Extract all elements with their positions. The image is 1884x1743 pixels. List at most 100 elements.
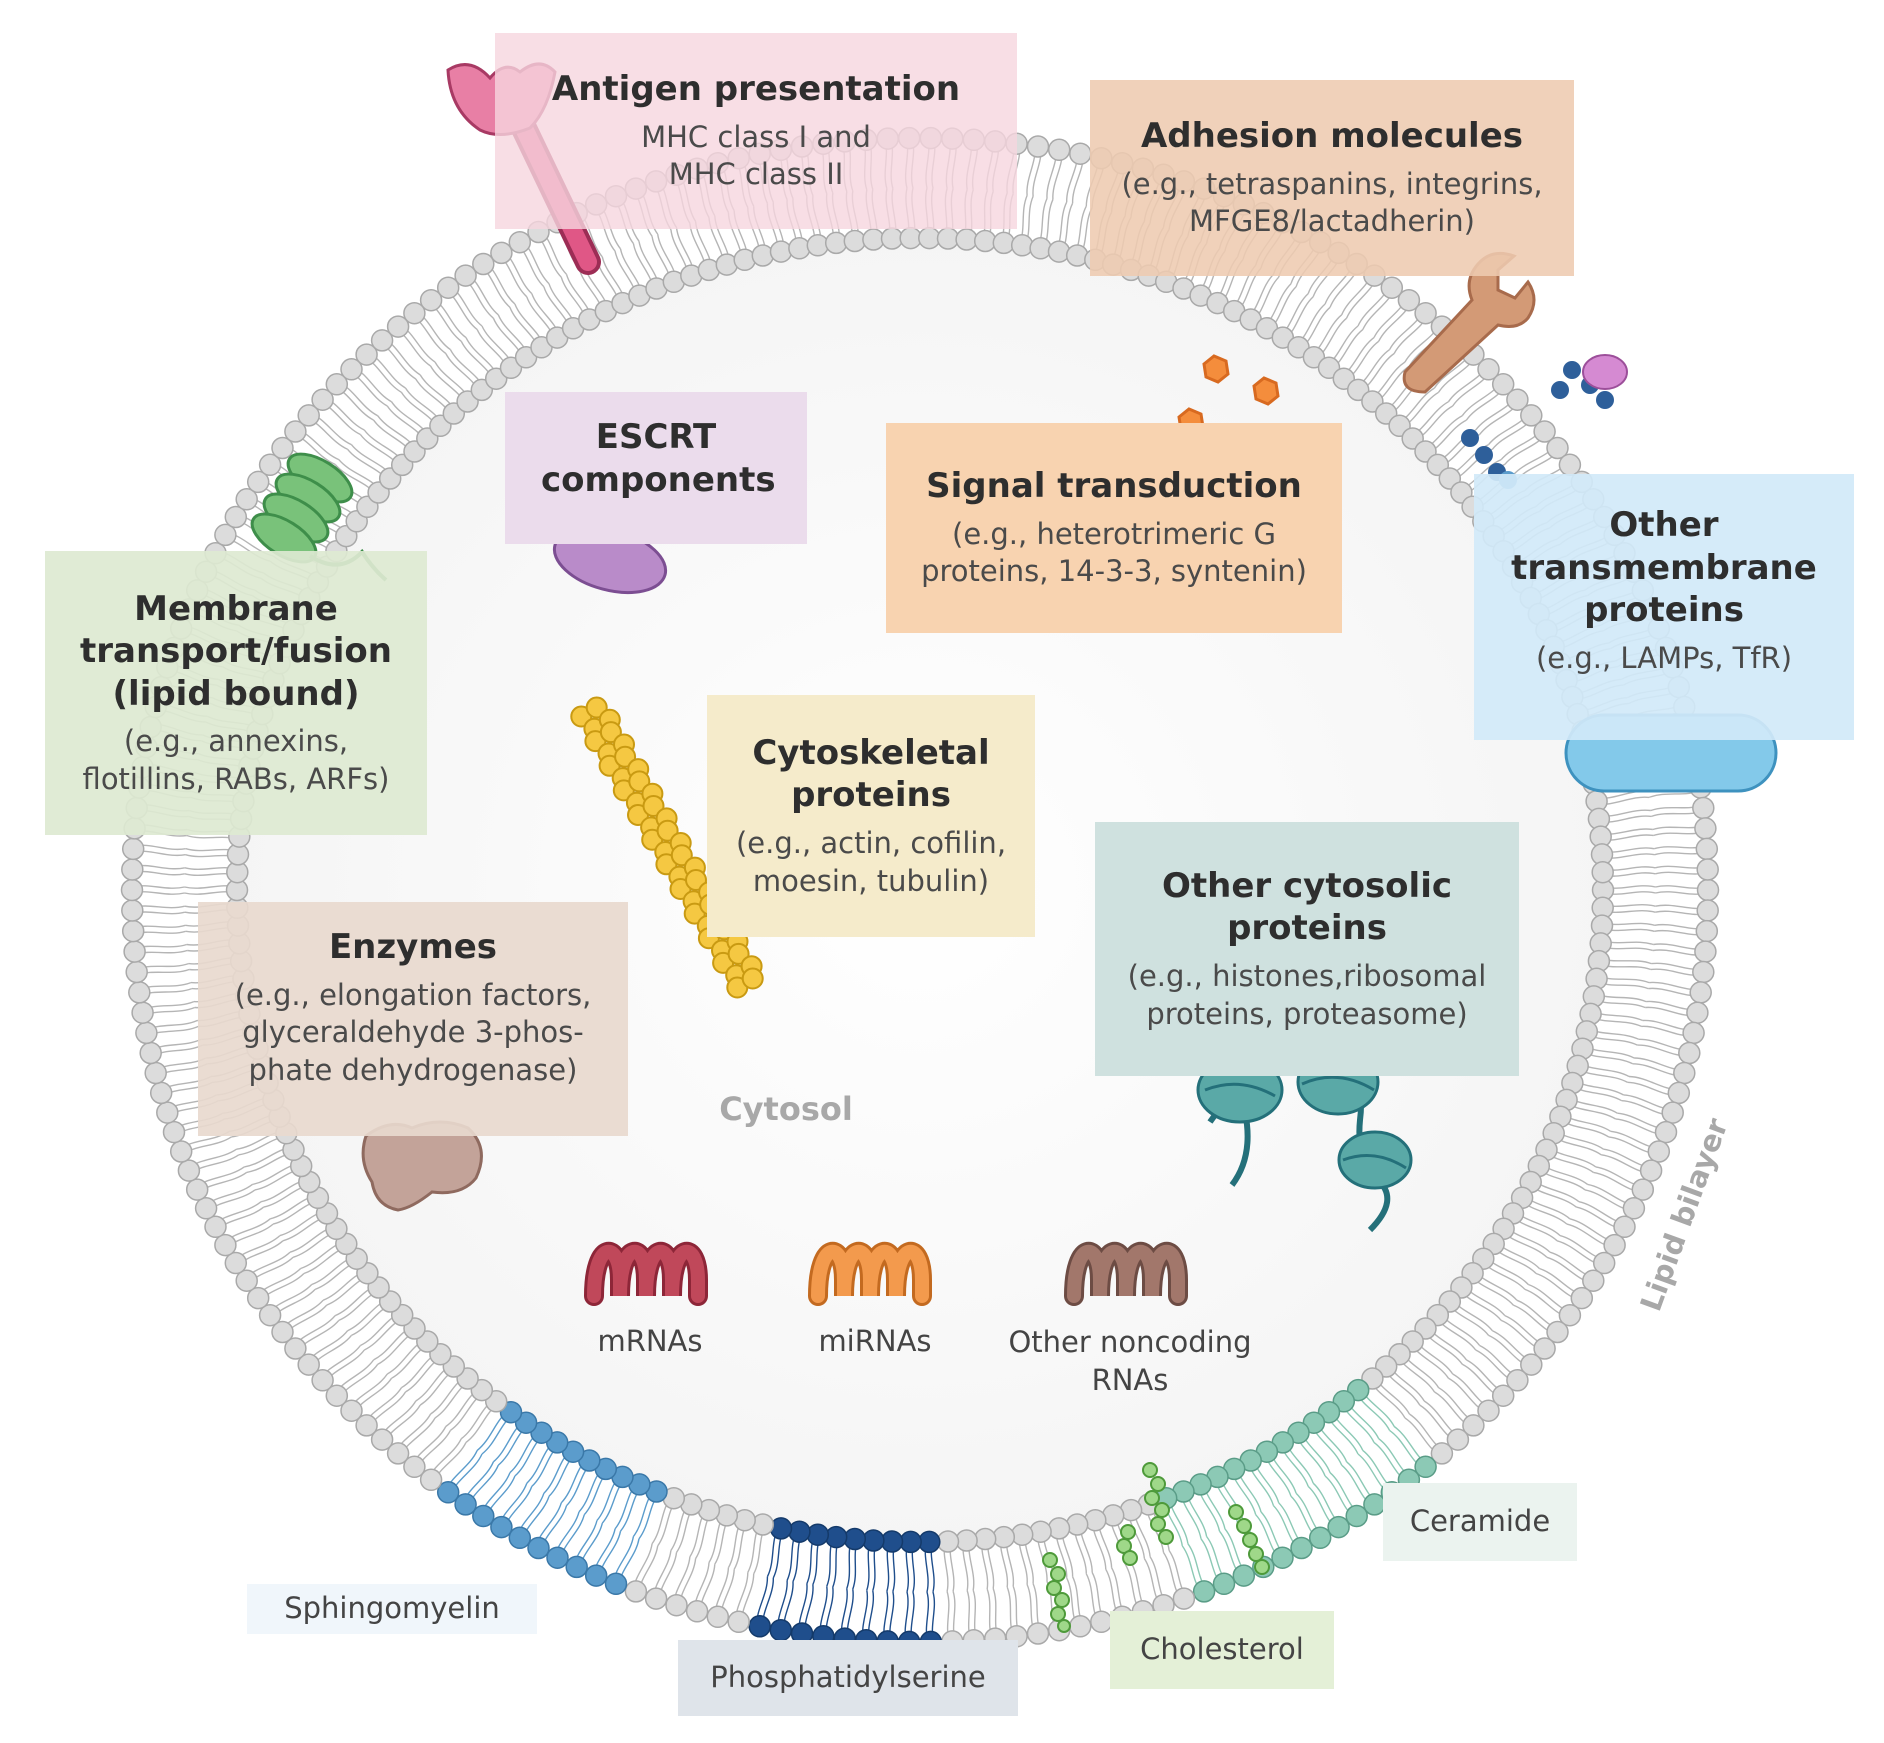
- lipid-head: [284, 1337, 307, 1360]
- lipid-head: [419, 1468, 443, 1492]
- lipid-head: [955, 1529, 978, 1552]
- lipid-head: [1696, 858, 1719, 881]
- lipid-head: [194, 1197, 218, 1220]
- lipid-head: [843, 229, 867, 253]
- lipid-head: [162, 1120, 186, 1144]
- lipid-head: [121, 858, 144, 881]
- lipid-head: [1414, 1455, 1437, 1479]
- lipid-head: [508, 230, 532, 254]
- lipid-head: [454, 264, 477, 287]
- lipid-head: [824, 1525, 848, 1549]
- lipid-head: [340, 358, 363, 381]
- lipid-head: [546, 1546, 569, 1569]
- lipid-head: [1026, 135, 1050, 158]
- lipid-head: [584, 1564, 608, 1587]
- lipid-head: [1692, 960, 1715, 984]
- other-cytosolic-title: Other cytosolic proteins: [1161, 865, 1452, 949]
- lipid-head: [1673, 1061, 1696, 1085]
- lipid-head: [1520, 1353, 1543, 1376]
- lipid-head: [224, 1251, 248, 1275]
- lipid-head: [355, 1414, 378, 1437]
- lipid-head: [527, 1536, 550, 1560]
- lipid-head: [788, 1520, 811, 1543]
- enzymes-box: Enzymes (e.g., elongation factors, glyce…: [198, 902, 628, 1136]
- phosphatidylserine-label: Phosphatidylserine: [678, 1640, 1018, 1716]
- lipid-head: [386, 1442, 410, 1465]
- lipid-head: [204, 1215, 227, 1239]
- lipid-head: [123, 940, 146, 963]
- lipid-head: [862, 228, 885, 251]
- escrt-box: ESCRT components: [505, 392, 807, 544]
- lipid-head: [1613, 1215, 1636, 1239]
- lipid-head: [880, 227, 904, 250]
- lipid-head: [311, 1369, 334, 1392]
- lipid-head: [1010, 234, 1034, 257]
- lipid-head: [1345, 1504, 1368, 1528]
- lipid-head: [992, 1525, 1016, 1549]
- mirna-label: miRNAs: [818, 1324, 932, 1359]
- lipid-head: [472, 1504, 495, 1528]
- lipid-head: [1582, 1269, 1605, 1292]
- lipid-head: [235, 1269, 258, 1292]
- lipid-head: [235, 488, 258, 511]
- other-cytosolic-box: Other cytosolic proteins (e.g., histones…: [1095, 822, 1519, 1076]
- lipid-head: [271, 1320, 294, 1344]
- cytoskeletal-proteins-title: Cytoskeletal proteins: [752, 732, 990, 816]
- lipid-head: [1558, 1303, 1582, 1327]
- lipid-head: [1654, 1120, 1678, 1144]
- cholesterol-molecules: [1042, 1462, 1270, 1633]
- escrt-title: ESCRT components: [541, 417, 776, 500]
- lipid-head: [311, 388, 334, 411]
- lipid-head: [769, 240, 793, 263]
- mrna-icon: [587, 1244, 705, 1303]
- lipid-head: [258, 1303, 282, 1327]
- other-transmembrane-subtitle: (e.g., LAMPs, TfR): [1535, 640, 1793, 675]
- lipid-head: [1546, 436, 1569, 460]
- lipid-head: [1686, 1001, 1709, 1024]
- adhesion-molecules-title: Adhesion molecules: [1140, 116, 1524, 157]
- lipid-head: [1477, 358, 1500, 381]
- membrane-transport-box: Membrane transport/fusion (lipid bound) …: [45, 551, 427, 835]
- lipid-head: [1591, 860, 1614, 884]
- lipid-head: [1678, 1041, 1701, 1065]
- lipid-head: [284, 420, 307, 443]
- lipid-head: [624, 1580, 648, 1603]
- lipid-head: [125, 960, 148, 984]
- lipid-head: [1047, 138, 1071, 162]
- lipid-head: [224, 505, 248, 529]
- cholesterol-label: Cholesterol: [1110, 1611, 1334, 1689]
- lipid-head: [1172, 1587, 1196, 1610]
- lipid-head: [1520, 404, 1543, 427]
- lipid-head: [120, 878, 144, 902]
- lipid-head: [1695, 919, 1719, 943]
- lipid-head: [1327, 1515, 1350, 1539]
- membrane-transport-title: Membrane transport/fusion (lipid bound): [80, 588, 392, 714]
- lipid-head: [665, 1593, 688, 1617]
- lipid-head: [1380, 276, 1404, 299]
- lipid-raft-icon: [1461, 354, 1628, 489]
- lipid-head: [862, 1529, 885, 1552]
- lipid-head: [751, 244, 775, 267]
- lipid-head: [1069, 142, 1092, 165]
- other-transmembrane-box: Other transmembrane proteins (e.g., LAMP…: [1474, 474, 1854, 740]
- cytoskeletal-proteins-box: Cytoskeletal proteins (e.g., actin, cofi…: [707, 695, 1035, 937]
- lipid-head: [748, 1615, 771, 1638]
- lipid-head: [454, 1493, 477, 1516]
- lipid-head: [973, 1527, 997, 1551]
- lipid-head: [1047, 240, 1071, 263]
- lipid-head: [436, 276, 460, 299]
- lipid-head: [1647, 1140, 1671, 1163]
- lipid-head: [565, 1555, 588, 1579]
- lipid-head: [1308, 1526, 1332, 1550]
- lipid-head: [1047, 1517, 1071, 1540]
- filament-bead: [741, 967, 764, 990]
- lipid-head: [355, 343, 378, 366]
- lipid-head: [1570, 1286, 1594, 1310]
- lipid-head: [806, 1523, 830, 1546]
- lipid-head: [149, 1081, 173, 1105]
- lipid-head: [1069, 1615, 1092, 1638]
- lipid-head: [297, 1353, 320, 1376]
- lipid-head: [472, 252, 495, 276]
- mirna-icon: [811, 1244, 929, 1303]
- lipid-head: [1696, 899, 1719, 922]
